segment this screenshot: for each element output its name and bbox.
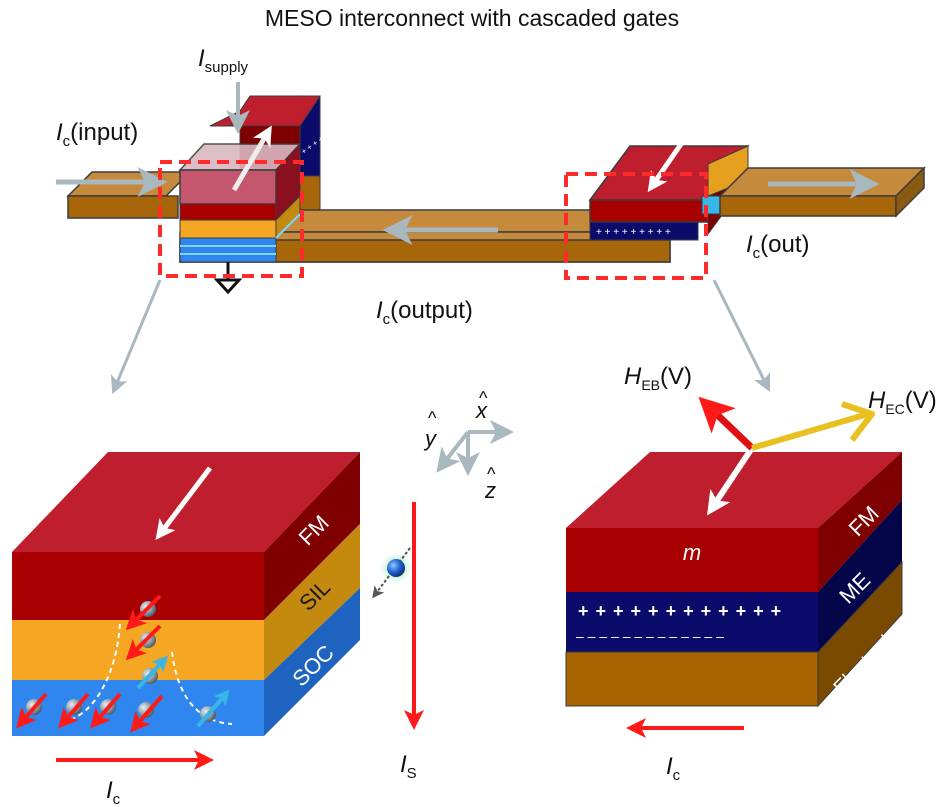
ground-icon <box>213 278 243 295</box>
exchange-coupling-field-arrow <box>751 411 869 451</box>
me-me-layer <box>566 592 818 652</box>
magnetization-label: m <box>683 540 701 565</box>
y-axis-arrow <box>436 430 470 473</box>
right-gate: + + + + + + + + + <box>588 132 750 241</box>
soc-current-label: Ic <box>106 777 121 807</box>
soc-highlight-box <box>158 160 304 278</box>
soc-zoom-arrow <box>110 279 162 395</box>
spin-diffusion-curve-left <box>59 623 121 723</box>
spin-electron <box>387 559 405 577</box>
me-magnetization-arrow <box>707 446 755 516</box>
exchange-bias-field-arrow <box>698 396 755 451</box>
soc-fm-layer <box>12 552 264 620</box>
output-current-label: Ic(output) <box>376 297 473 328</box>
input-current-label: Ic(input) <box>56 119 138 150</box>
top-device: + + + + + + + + + <box>56 82 926 395</box>
coordinate-axes: ^ x ^ y ^ z <box>423 388 514 503</box>
electron-spins <box>16 594 230 733</box>
supply-current-label: Isupply <box>198 45 249 76</box>
me-plus-charges: + + + + + + + + + + + + <box>578 601 782 621</box>
soc-block: FM SIL SOC <box>12 452 360 770</box>
exchange-bias-field-label: HEB(V) <box>624 363 692 393</box>
diagram-title: MESO interconnect with cascaded gates <box>265 5 679 31</box>
me-zoom-arrow <box>712 279 771 393</box>
out-wire <box>718 166 926 218</box>
exchange-coupling-field-label: HEC(V) <box>868 387 937 417</box>
me-electrode-layer <box>565 651 819 707</box>
left-gate <box>178 125 302 295</box>
spin-current <box>372 502 424 730</box>
x-axis-hat: ^ <box>479 388 488 408</box>
y-axis-hat: ^ <box>428 408 437 428</box>
spin-current-label: IS <box>400 751 417 782</box>
soc-magnetization-arrow <box>155 466 212 540</box>
right-gate-magnetization-arrow <box>647 132 691 193</box>
me-block: m + + + + + + + + + + + + – – – – – – – … <box>565 396 905 738</box>
me-fm-layer <box>566 528 818 592</box>
out-current-label: Ic(out) <box>746 231 810 262</box>
spin-diffusion-curve-right <box>171 651 233 725</box>
me-current-label: Ic <box>666 753 681 784</box>
y-axis-label: y <box>423 426 438 451</box>
z-axis-label: z <box>484 478 496 503</box>
left-gate-magnetization-arrow <box>231 125 272 192</box>
exchange-coupling-arrowhead <box>841 401 875 442</box>
right-gate-charges: + + + + + + + + + <box>596 227 671 238</box>
soc-soc-layer <box>12 680 264 736</box>
x-axis-label: x <box>475 398 488 423</box>
me-minus-charges: – – – – – – – – – – – – – <box>576 628 724 644</box>
input-wire <box>66 171 192 219</box>
z-axis-hat: ^ <box>487 464 496 484</box>
me-highlight-box <box>564 172 708 280</box>
